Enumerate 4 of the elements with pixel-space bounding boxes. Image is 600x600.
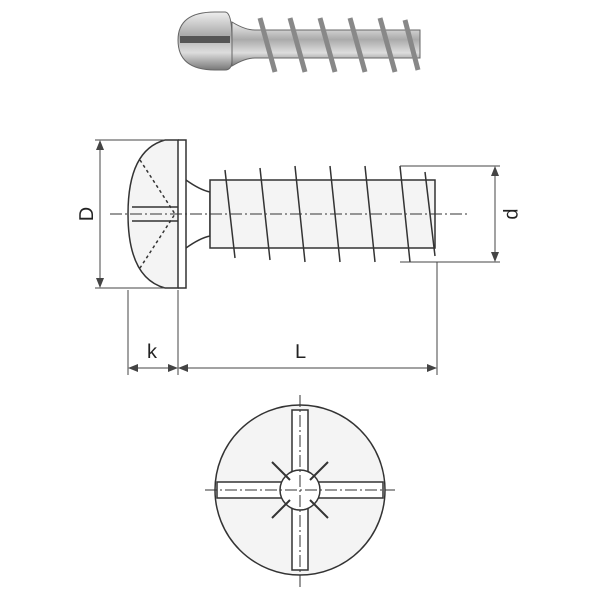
dimension-label: k	[147, 342, 157, 362]
dimension-label: L	[295, 342, 306, 362]
dimension-label: d	[502, 208, 522, 220]
dimension-label: D	[77, 206, 98, 222]
